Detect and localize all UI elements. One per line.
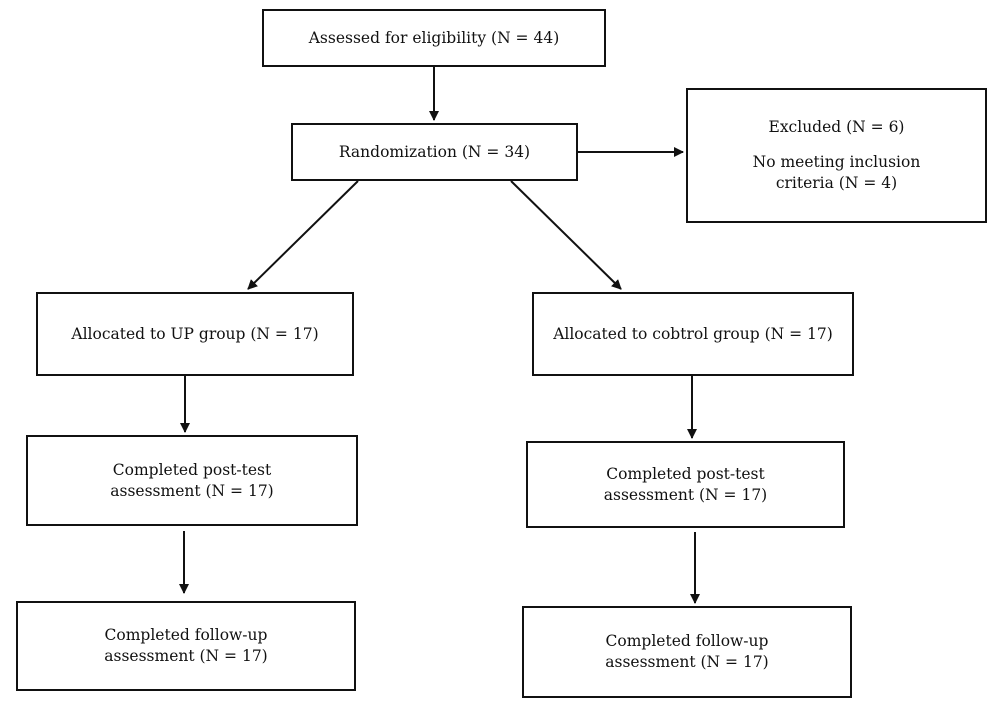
control-group-follow-up-box: Completed follow-up assessment (N = 17) [522, 606, 852, 698]
excluded-reason-line1: No meeting inclusion [752, 153, 921, 171]
control-group-follow-up-line1: Completed follow-up [605, 632, 769, 650]
control-group-post-test-box: Completed post-test assessment (N = 17) [526, 441, 845, 528]
arrow-randomization-to-up-group [247, 180, 359, 290]
arrow-randomization-to-control-group [510, 180, 622, 290]
up-group-allocated-box: Allocated to UP group (N = 17) [36, 292, 354, 376]
up-group-post-test-box: Completed post-test assessment (N = 17) [26, 435, 358, 526]
control-group-allocated-box: Allocated to cobtrol group (N = 17) [532, 292, 854, 376]
up-group-post-test-line1: Completed post-test [112, 460, 272, 479]
up-group-post-test-line2: assessment (N = 17) [110, 481, 274, 500]
excluded-title: Excluded (N = 6) [768, 118, 905, 136]
eligibility-box: Assessed for eligibility (N = 44) [262, 9, 606, 67]
control-group-allocated-label: Allocated to cobtrol group (N = 17) [553, 324, 833, 343]
excluded-reason-line2: criteria (N = 4) [775, 174, 898, 192]
randomization-box: Randomization (N = 34) [291, 123, 578, 181]
up-group-allocated-label: Allocated to UP group (N = 17) [71, 324, 319, 343]
randomization-label: Randomization (N = 34) [338, 142, 531, 161]
up-group-follow-up-line2: assessment (N = 17) [104, 647, 268, 665]
up-group-follow-up-line1: Completed follow-up [104, 626, 268, 644]
up-group-follow-up-box: Completed follow-up assessment (N = 17) [16, 601, 356, 691]
control-group-post-test-line2: assessment (N = 17) [603, 485, 768, 504]
control-group-follow-up-line2: assessment (N = 17) [605, 653, 769, 671]
eligibility-label: Assessed for eligibility (N = 44) [308, 28, 560, 47]
excluded-box: Excluded (N = 6) No meeting inclusion cr… [686, 88, 987, 223]
control-group-post-test-line1: Completed post-test [606, 464, 765, 483]
